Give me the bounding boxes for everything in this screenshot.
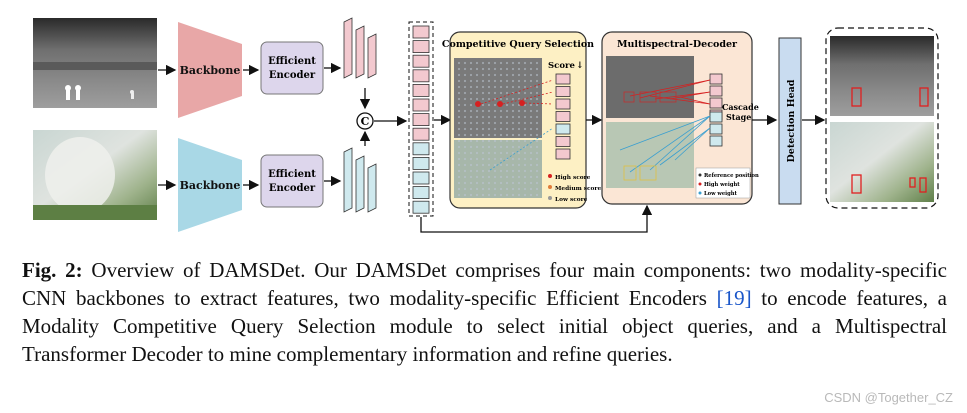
encoder-top-line2: Encoder [269,70,316,81]
score-bar [555,148,571,160]
decoder-query [709,111,723,123]
token [412,127,430,141]
token [412,186,430,200]
legend-low-score: Low score [555,197,588,203]
caption-fig-label: Fig. 2: [22,258,83,282]
dec-legend-low: Low weight [704,191,738,197]
backbone-bottom-label: Backbone [180,179,241,192]
encoder-bottom-line1: Efficient [268,169,316,180]
dec-legend-ref: Reference position [704,173,759,179]
token [412,171,430,185]
cascade-line1: Cascade [722,102,759,112]
backbone-top-label: Backbone [180,64,241,77]
score-bar [555,73,571,85]
score-bar [555,123,571,135]
features-top [343,17,377,79]
input-rgb-image [33,130,157,220]
decoder-query [709,123,723,135]
score-bar [555,98,571,110]
score-bars [555,73,571,160]
watermark: CSDN @Together_CZ [824,390,953,405]
detection-head-label: Detection Head [786,79,797,162]
decoder-title: Multispectral-Decoder [617,39,738,50]
competitive-query-selection-module: Competitive Query Selection Score ↓ High… [442,31,601,209]
score-arrow: ↓ [576,61,584,71]
score-bar [555,86,571,97]
token [412,200,430,214]
encoder-top-line1: Efficient [268,56,316,67]
output-rgb-image [830,122,934,202]
token [412,25,430,39]
caption-text-before-ref: Overview of DAMSDet. Our DAMSDet compris… [22,258,947,310]
features-bottom [343,147,377,213]
efficient-encoder-top: Efficient Encoder [260,41,324,95]
token [412,40,430,53]
dec-legend-high: High weight [704,182,740,188]
legend-high-score: High score [555,175,591,181]
decoder-query [709,73,723,85]
multispectral-decoder-module: Multispectral-Decoder Cascade Stage Refe… [601,31,759,205]
token [412,98,430,112]
token [412,156,430,170]
decoder-query [709,97,723,109]
input-thermal-image [33,18,157,108]
cqs-title: Competitive Query Selection [442,39,594,50]
detection-head: Detection Head [778,37,802,205]
caption-reference-link[interactable]: [19] [716,286,752,310]
token [412,142,430,156]
token-column [408,21,434,217]
concat-node: C [356,112,374,130]
score-bar [555,136,571,147]
token [412,84,430,97]
backbone-top: Backbone [178,22,242,118]
output-panel [825,27,939,209]
architecture-diagram: Backbone Backbone Efficient Encoder Effi… [33,17,939,233]
score-bar [555,111,571,122]
cascade-line2: Stage [726,112,751,122]
concat-symbol: C [361,115,370,128]
decoder-query [709,85,723,97]
decoder-query-column [709,73,723,147]
figure-caption: Fig. 2: Overview of DAMSDet. Our DAMSDet… [22,256,947,368]
token [412,69,430,83]
token [412,54,430,68]
encoder-bottom-line2: Encoder [269,183,316,194]
token [412,113,430,126]
backbone-bottom: Backbone [178,138,242,232]
legend-medium-score: Medium score [555,186,601,192]
output-thermal-image [830,36,934,116]
caption-text-after-ref: to encode features, a Modality Competiti… [22,286,947,366]
decoder-query [709,135,723,147]
score-label: Score [548,61,575,71]
efficient-encoder-bottom: Efficient Encoder [260,154,324,208]
